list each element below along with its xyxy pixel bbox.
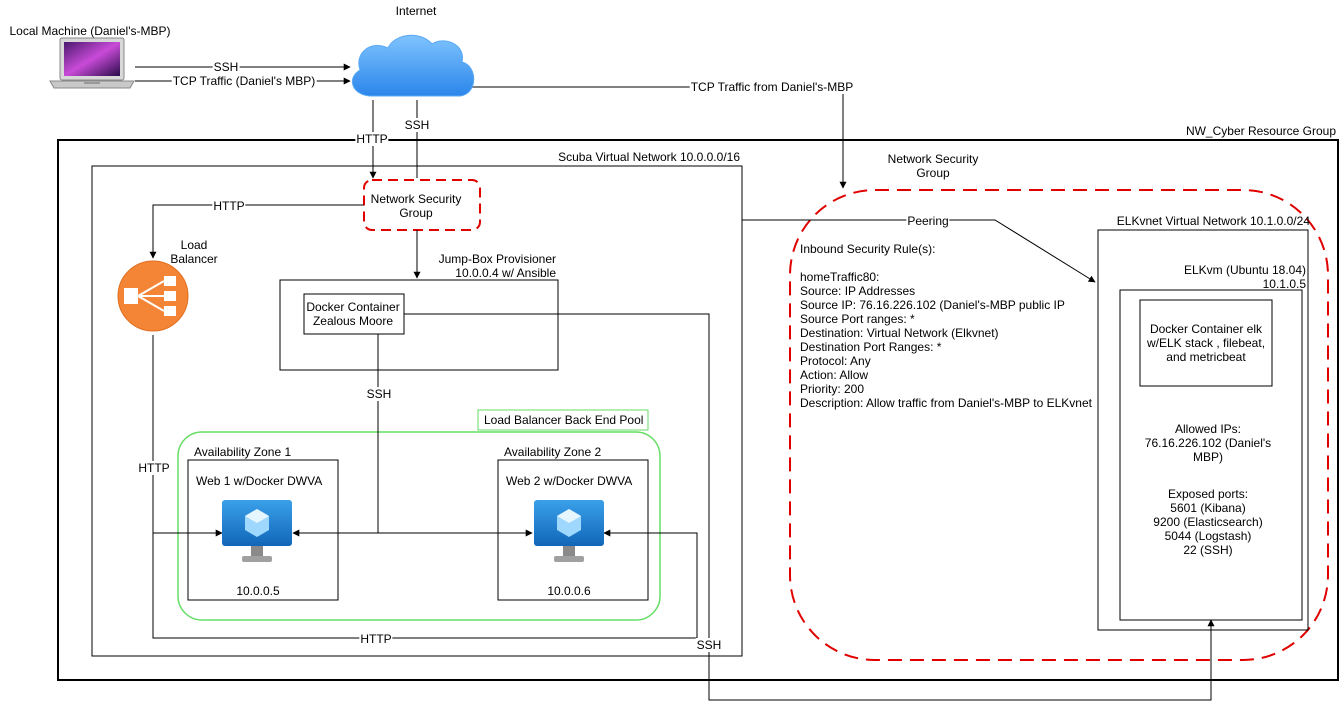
nsg-right-label: Network Security Group <box>887 152 979 180</box>
edge-tcp-cloud-nsg <box>470 86 847 189</box>
edge-label-ssh-jump: SSH <box>365 387 393 401</box>
security-rule-line <box>800 256 1092 270</box>
az2-label: Availability Zone 2 <box>504 445 602 459</box>
edge-label-http-bottom: HTTP <box>359 632 393 646</box>
load-balancer-label: Load Balancer <box>170 238 218 266</box>
security-rule-line: Priority: 200 <box>800 382 865 396</box>
elk-container-box <box>1139 299 1273 387</box>
cloud-icon <box>351 34 475 97</box>
virtual-machine-icon <box>222 500 292 562</box>
edge-label-peering: Peering <box>906 214 950 228</box>
resource-group-label: NW_Cyber Resource Group <box>1185 124 1336 138</box>
security-rule-line: Source IP: 76.16.226.102 (Daniel's-MBP p… <box>800 298 1065 312</box>
nsg-right-boundary <box>789 189 1329 661</box>
elkvm-label: ELKvm (Ubuntu 18.04) 10.1.0.5 <box>1183 263 1306 291</box>
edge-label-ssh-top: SSH <box>212 60 240 74</box>
nsg-box-label: Network Security Group <box>370 192 462 220</box>
edge-http-nsg-lb <box>149 204 364 259</box>
docker-container-box <box>303 293 405 335</box>
edge-label-tcp-traffic: TCP Traffic (Daniel's MBP) <box>171 74 317 88</box>
internet-label: Internet <box>395 4 437 18</box>
security-rule-line: Source: IP Addresses <box>800 284 916 298</box>
security-rule-line: Protocol: Any <box>800 354 871 368</box>
edge-ssh-docker-elk <box>404 313 1215 701</box>
lb-pool-label-box <box>477 409 649 431</box>
local-machine-label: Local Machine (Daniel's-MBP) <box>9 24 171 38</box>
security-rule-line: Description: Allow traffic from Daniel's… <box>800 396 1092 410</box>
web2-ip: 10.0.0.6 <box>547 584 591 598</box>
edge-label-ssh-bottom: SSH <box>695 638 723 652</box>
lb-pool-box <box>177 431 661 621</box>
edge-label-http-to-lb: HTTP <box>212 199 246 213</box>
elk-vnet-label: ELKvnet Virtual Network 10.1.0.0/24 <box>1116 214 1310 228</box>
edge-peering <box>742 219 1096 283</box>
elk-container-label: Docker Container elk w/ELK stack , fileb… <box>1146 322 1266 364</box>
virtual-machine-icon <box>534 500 604 562</box>
security-rule-line: Destination: Virtual Network (Elkvnet) <box>800 326 999 340</box>
laptop-icon <box>49 37 135 89</box>
jumpbox-label: Jump-Box Provisioner 10.0.0.4 w/ Ansible <box>438 252 556 280</box>
security-rule-line: homeTraffic80: <box>800 270 880 284</box>
elk-vnet-box <box>1097 229 1309 631</box>
edge-label-http-down: HTTP <box>355 132 389 146</box>
edge-label-tcp-from-mbp: TCP Traffic from Daniel's-MBP <box>689 80 855 94</box>
az1-label: Availability Zone 1 <box>194 445 292 459</box>
jumpbox-box <box>279 279 559 371</box>
security-rule-line: Destination Port Ranges: * <box>800 340 942 354</box>
allowed-ips-label: Allowed IPs: 76.16.226.102 (Daniel's MBP… <box>1144 422 1272 464</box>
scuba-vnet-label: Scuba Virtual Network 10.0.0.0/16 <box>558 150 740 164</box>
security-rules-list: Inbound Security Rule(s):homeTraffic80:S… <box>800 242 1092 410</box>
resource-group-box <box>57 139 1339 681</box>
load-balancer-icon <box>117 260 189 332</box>
docker-container-label: Docker Container Zealous Moore <box>306 300 400 328</box>
web1-ip: 10.0.0.5 <box>236 584 280 598</box>
edge-label-ssh-down: SSH <box>403 118 431 132</box>
web2-label: Web 2 w/Docker DWVA <box>506 474 633 488</box>
web1-label: Web 1 w/Docker DWVA <box>196 474 323 488</box>
security-rule-line: Source Port ranges: * <box>800 312 915 326</box>
exposed-ports-label: Exposed ports: 5601 (Kibana) 9200 (Elast… <box>1153 487 1263 557</box>
security-rule-line: Action: Allow <box>800 368 869 382</box>
lb-pool-label: Load Balancer Back End Pool <box>484 413 644 427</box>
security-rule-line: Inbound Security Rule(s): <box>800 242 936 256</box>
edge-label-http-left: HTTP <box>137 461 171 475</box>
